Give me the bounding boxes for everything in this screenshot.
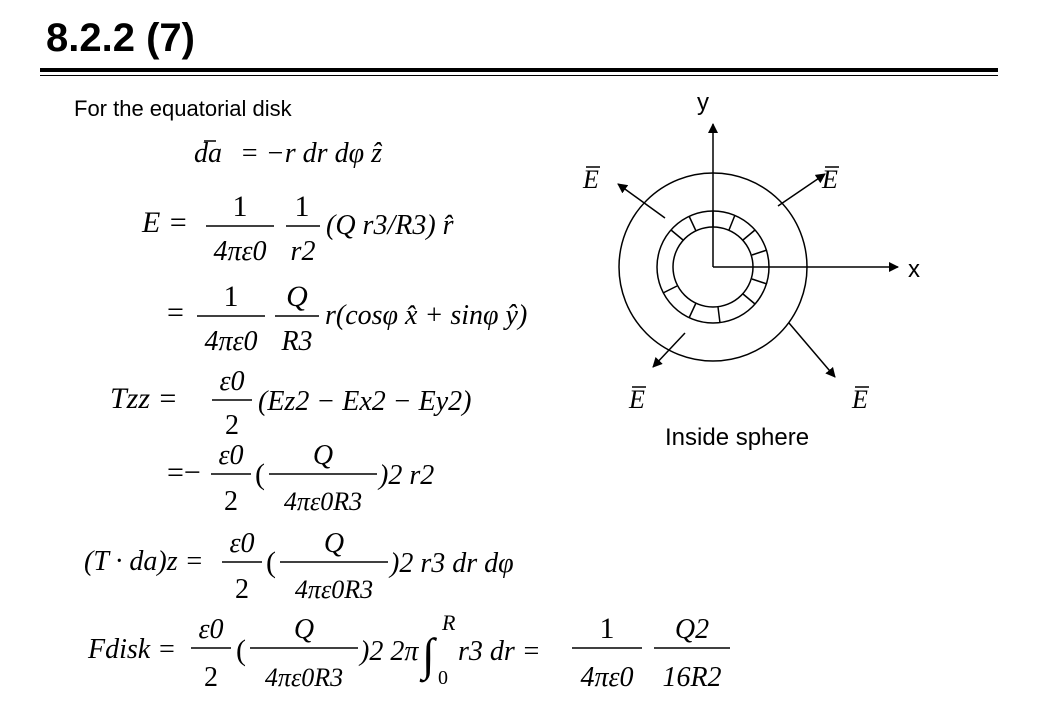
eq-comp-numerator: 1 xyxy=(224,280,239,313)
eq-f-integrand: r3 dr = xyxy=(458,636,541,667)
eq-tzz-denominator: 2 xyxy=(225,410,239,441)
eq-tda-open-paren: ( xyxy=(266,546,276,579)
eq-tzz2-denominator: 2 xyxy=(224,486,238,517)
eq-disk-force: Fdisk = ε0 2 ( Q 4πε0R3 )2 2π ∫ R 0 r3 d… xyxy=(87,610,730,693)
eq-tda-tail: )2 r3 dr dφ xyxy=(388,548,514,579)
eq-comp-body: r(cosφ x̂ + sinφ ŷ) xyxy=(325,300,527,331)
eq-comp-denominator-2: R3 xyxy=(280,326,312,357)
eq-tzz2-open-paren: ( xyxy=(255,458,265,491)
eq-field-numerator-2: 1 xyxy=(295,190,310,223)
field-label-upper-right: E xyxy=(821,165,839,194)
eq-tda-denominator: 2 xyxy=(235,574,249,605)
title-rule-thick xyxy=(40,68,998,72)
eq-field-denominator: 4πε0 xyxy=(213,236,266,267)
eq-equals: = xyxy=(167,296,184,329)
eq-f-inner-numerator: Q xyxy=(294,614,314,645)
eq-f-res-numerator-2: Q2 xyxy=(675,614,709,645)
eq-f-mid: )2 2π xyxy=(358,636,419,667)
eq-comp-numerator-2: Q xyxy=(286,280,308,313)
eq-equals-minus: =− xyxy=(167,456,201,489)
field-arrow-lower-right xyxy=(788,322,836,378)
field-label-upper-left: E xyxy=(582,165,600,194)
field-label-lower-right: E xyxy=(851,385,869,414)
eq-area-element: da = −r dr dφ ẑ xyxy=(194,138,383,169)
eq-area-lhs: da xyxy=(194,138,222,169)
outer-sphere-circle xyxy=(618,172,808,362)
eq-f-numerator: ε0 xyxy=(198,614,223,645)
eq-comp-denominator: 4πε0 xyxy=(204,326,257,357)
eq-tzz2-inner-denominator: 4πε0R3 xyxy=(284,487,362,516)
eq-f-res-denominator: 4πε0 xyxy=(580,662,633,693)
slide-title: 8.2.2 (7) xyxy=(46,16,195,60)
sphere-diagram: y x E E E E xyxy=(582,89,920,414)
svg-text:E: E xyxy=(821,165,838,194)
eq-field-numerator: 1 xyxy=(233,190,248,223)
eq-f-int-upper: R xyxy=(441,610,456,635)
title-rule-thin xyxy=(40,75,998,76)
eq-tda-inner-numerator: Q xyxy=(324,528,344,559)
field-arrow-upper-left xyxy=(617,183,666,219)
eq-f-open-paren: ( xyxy=(236,634,246,667)
eq-stress-tzz: Tzz = ε0 2 (Ez2 − Ex2 − Ey2) xyxy=(110,366,472,441)
figure-caption: Inside sphere xyxy=(665,424,810,451)
y-axis-label: y xyxy=(697,89,709,116)
svg-text:E: E xyxy=(628,385,645,414)
eq-field-components: = 1 4πε0 Q R3 r(cosφ x̂ + sinφ ŷ) xyxy=(167,280,527,357)
eq-field-magnitude: E = 1 4πε0 1 r2 (Q r3/R3) r̂ xyxy=(141,190,454,267)
svg-text:E: E xyxy=(582,165,599,194)
eq-tzz-lhs: Tzz = xyxy=(110,382,178,415)
eq-field-lhs: E = xyxy=(141,206,188,239)
eq-f-denominator: 2 xyxy=(204,662,218,693)
field-arrow-lower-left xyxy=(652,332,686,368)
eq-force-element: (T · da)z = ε0 2 ( Q 4πε0R3 )2 r3 dr dφ xyxy=(84,528,514,605)
x-axis-label: x xyxy=(908,256,920,283)
eq-f-lhs: Fdisk = xyxy=(87,634,176,665)
eq-field-denominator-2: r2 xyxy=(291,236,316,267)
eq-field-body: (Q r3/R3) r̂ xyxy=(326,210,454,241)
integral-sign: ∫ xyxy=(419,629,437,683)
eq-tzz2-tail: )2 r2 xyxy=(377,460,434,491)
eq-f-res-denominator-2: 16R2 xyxy=(662,662,721,693)
eq-tda-inner-denominator: 4πε0R3 xyxy=(295,575,373,604)
field-label-lower-left: E xyxy=(628,385,646,414)
eq-stress-tzz-expanded: =− ε0 2 ( Q 4πε0R3 )2 r2 xyxy=(167,440,434,517)
eq-tda-numerator: ε0 xyxy=(229,528,254,559)
eq-area-rhs: = −r dr dφ ẑ xyxy=(240,138,383,169)
eq-tzz-numerator: ε0 xyxy=(219,366,244,397)
eq-tzz-body: (Ez2 − Ex2 − Ey2) xyxy=(258,386,472,417)
eq-tda-lhs: (T · da)z = xyxy=(84,546,204,577)
eq-f-int-lower: 0 xyxy=(438,667,448,689)
eq-f-res-numerator: 1 xyxy=(600,612,615,645)
eq-tzz2-inner-numerator: Q xyxy=(313,440,333,471)
eq-tzz2-numerator: ε0 xyxy=(218,440,243,471)
radial-tick-marks xyxy=(662,211,768,324)
subtitle: For the equatorial disk xyxy=(74,96,292,121)
field-arrow-upper-right xyxy=(777,173,826,207)
eq-f-inner-denominator: 4πε0R3 xyxy=(265,663,343,692)
svg-text:E: E xyxy=(851,385,868,414)
